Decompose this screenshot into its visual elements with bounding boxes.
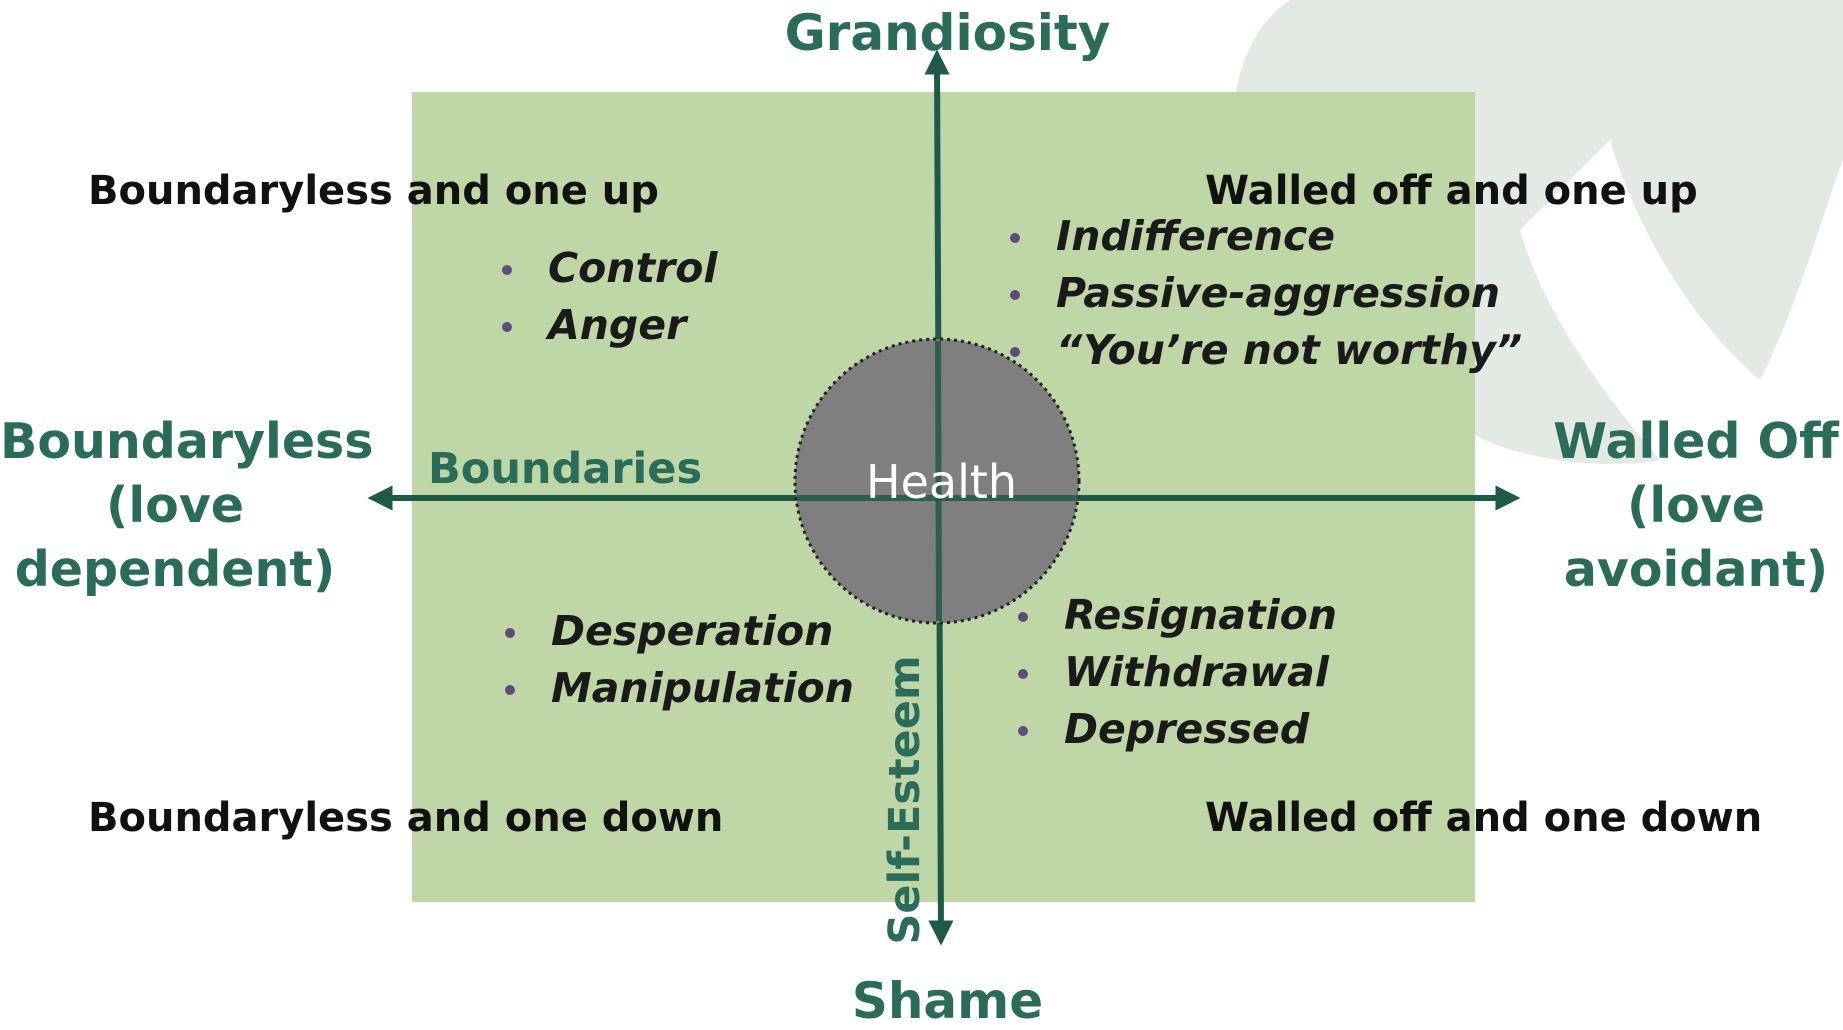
list-item-text: Manipulation [551,664,854,712]
list-item: Anger [502,297,718,354]
axis-title-right-line: Walled Off [1553,413,1839,470]
list-item-text: Control [548,244,718,292]
list-item: Depressed [1018,701,1337,758]
bullet-dot-icon [505,628,515,638]
list-item-text: Desperation [551,607,834,655]
bullet-list-top-left: Control Anger [502,240,718,354]
list-item: Desperation [505,603,854,660]
bullet-dot-icon [502,322,512,332]
axis-title-right-line: (love [1626,477,1766,534]
axis-title-left-line: (love [105,477,245,534]
bullet-dot-icon [1018,669,1028,679]
self-esteem-axis-label: Self-Esteem [880,655,930,945]
axis-title-left-line: dependent) [14,541,336,598]
list-item: Control [502,240,718,297]
axis-title-top: Grandiosity [784,4,1111,62]
list-item-text: Resignation [1064,591,1338,639]
list-item-text: Indifference [1056,212,1336,260]
bullet-list-bottom-right: Resignation Withdrawal Depressed [1018,587,1337,758]
bullet-dot-icon [1010,233,1020,243]
list-item: Withdrawal [1018,644,1337,701]
bullet-dot-icon [505,685,515,695]
bullet-dot-icon [1018,612,1028,622]
axis-title-left: Boundaryless (love dependent) [0,410,374,602]
axis-title-left-line: Boundaryless [0,413,374,470]
list-item-text: Passive-aggression [1056,269,1501,317]
health-label: Health [866,455,1018,509]
quadrant-title-bottom-right: Walled off and one down [1205,795,1763,841]
quadrant-title-top-left: Boundaryless and one up [88,168,659,214]
bullet-dot-icon [502,265,512,275]
quadrant-title-top-right: Walled off and one up [1205,168,1698,214]
bullet-list-bottom-left: Desperation Manipulation [505,603,854,717]
list-item-text: “You’re not worthy” [1056,326,1523,374]
boundaries-axis-label: Boundaries [428,444,703,494]
quadrant-title-bottom-left: Boundaryless and one down [88,795,724,841]
list-item: “You’re not worthy” [1010,322,1522,379]
axis-overlay-v [935,340,942,622]
list-item: Passive-aggression [1010,265,1522,322]
axis-title-right: Walled Off (love avoidant) [1550,410,1842,602]
bullet-dot-icon [1010,290,1020,300]
list-item-text: Anger [548,301,687,349]
axis-title-right-line: avoidant) [1563,541,1829,598]
list-item: Indifference [1010,208,1522,265]
list-item-text: Depressed [1064,705,1310,753]
bullet-dot-icon [1018,726,1028,736]
list-item: Resignation [1018,587,1337,644]
axis-title-bottom: Shame [851,972,1044,1030]
bullet-list-top-right: Indifference Passive-aggression “You’re … [1010,208,1522,379]
list-item-text: Withdrawal [1064,648,1329,696]
bullet-dot-icon [1010,347,1020,357]
list-item: Manipulation [505,660,854,717]
